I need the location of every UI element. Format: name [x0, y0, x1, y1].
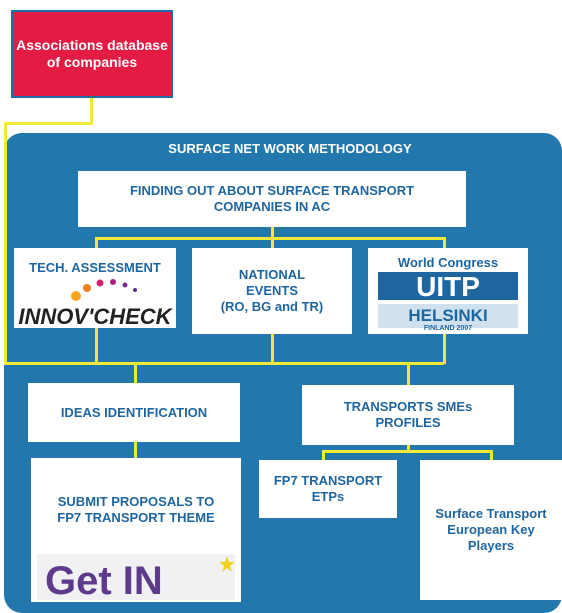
associations-box: Associations database of companies	[11, 10, 173, 98]
national-events-sub: (RO, BG and TR)	[220, 299, 324, 314]
innovcheck-text: INNOV'CHECK	[18, 304, 173, 328]
connector-ideas-down	[134, 441, 137, 459]
connector-left-bottom	[4, 362, 444, 365]
ideas-text: IDEAS IDENTIFICATION	[60, 404, 208, 420]
connector-red-down	[90, 98, 93, 124]
connector-players-drop	[490, 450, 493, 462]
submit-text: SUBMIT PROPOSALS TO FP7 TRANSPORT THEME	[57, 494, 215, 525]
connector-drop-3	[443, 237, 446, 249]
fp7-etps-text: FP7 TRANSPORT ETPs	[273, 473, 383, 504]
connector-drop-1	[95, 237, 98, 249]
connector-up-1	[95, 326, 98, 364]
innovcheck-logo: INNOV'CHECK	[18, 279, 174, 328]
connector-smes-bar	[322, 450, 493, 453]
national-events-text: NATIONAL EVENTS	[238, 267, 306, 298]
connector-top-bar	[95, 237, 446, 240]
finding-out-box: FINDING OUT ABOUT SURFACE TRANSPORT COMP…	[78, 171, 466, 227]
national-events-box: NATIONAL EVENTS (RO, BG and TR)	[192, 248, 352, 334]
ideas-box: IDEAS IDENTIFICATION	[28, 383, 240, 442]
connector-red-left	[4, 122, 93, 125]
getin-logo: Get IN	[37, 554, 235, 602]
surface-players-box: Surface Transport European Key Players	[420, 460, 562, 600]
connector-smes-up	[407, 362, 410, 386]
world-congress-text: World Congress	[397, 255, 499, 270]
connector-find-down	[271, 226, 274, 238]
submit-box: SUBMIT PROPOSALS TO FP7 TRANSPORT THEME …	[31, 458, 241, 602]
connector-up-3	[443, 333, 446, 364]
methodology-title: SURFACE NET WORK METHODOLOGY	[168, 141, 412, 156]
transports-smes-box: TRANSPORTS SMEs PROFILES	[302, 385, 514, 445]
connector-ideas-up	[134, 362, 137, 384]
fp7-etps-box: FP7 TRANSPORT ETPs	[259, 460, 397, 518]
finding-out-text: FINDING OUT ABOUT SURFACE TRANSPORT COMP…	[129, 183, 415, 214]
tech-assessment-text: TECH. ASSESSMENT	[29, 260, 161, 275]
associations-text: Associations database of companies	[16, 37, 168, 70]
connector-up-2	[271, 333, 274, 364]
connector-smes-down	[407, 444, 410, 452]
finland-text: FINLAND 2007	[424, 325, 472, 332]
connector-left-vertical	[4, 122, 7, 364]
surface-players-text: Surface Transport European Key Players	[435, 506, 547, 553]
connector-fp7-drop	[322, 450, 325, 460]
uitp-text: UITP	[416, 271, 480, 302]
tech-assessment-box: TECH. ASSESSMENT INNOV'CHECK	[14, 248, 176, 328]
uitp-logo: UITP HELSINKI FINLAND 2007	[378, 271, 518, 332]
transports-smes-text: TRANSPORTS SMEs PROFILES	[343, 399, 473, 430]
connector-drop-2	[271, 237, 274, 249]
world-congress-box: World Congress UITP HELSINKI FINLAND 200…	[368, 248, 528, 334]
getin-text: Get IN	[45, 559, 163, 602]
helsinki-text: HELSINKI	[408, 306, 487, 325]
